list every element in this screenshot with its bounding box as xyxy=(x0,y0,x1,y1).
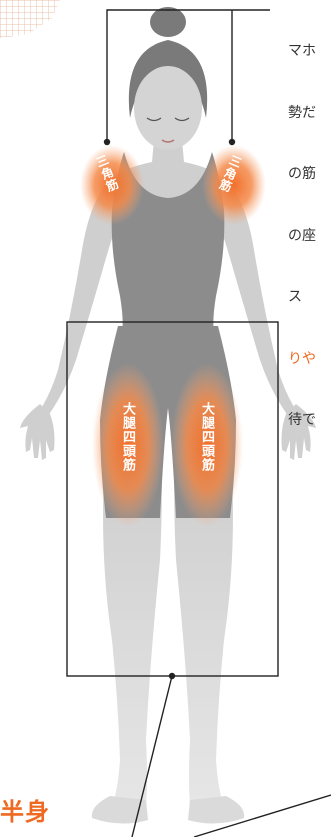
grid-decoration xyxy=(0,0,60,38)
description-line: マホ xyxy=(288,41,331,62)
description-highlight: りや xyxy=(288,349,331,370)
section-heading: 半身 xyxy=(0,792,50,827)
description-line: の座 xyxy=(288,226,331,247)
description-line: ス xyxy=(288,287,331,308)
description-text: マホ 勢だ の筋 の座 ス りや 待で xyxy=(288,0,331,451)
description-line: の筋 xyxy=(288,164,331,185)
quad-right-label: 大腿四頭筋 xyxy=(200,402,213,472)
quad-left-label: 大腿四頭筋 xyxy=(121,402,134,472)
body-silhouette xyxy=(20,66,316,824)
description-line: 勢だ xyxy=(288,103,331,124)
description-line: 待で xyxy=(288,410,331,431)
